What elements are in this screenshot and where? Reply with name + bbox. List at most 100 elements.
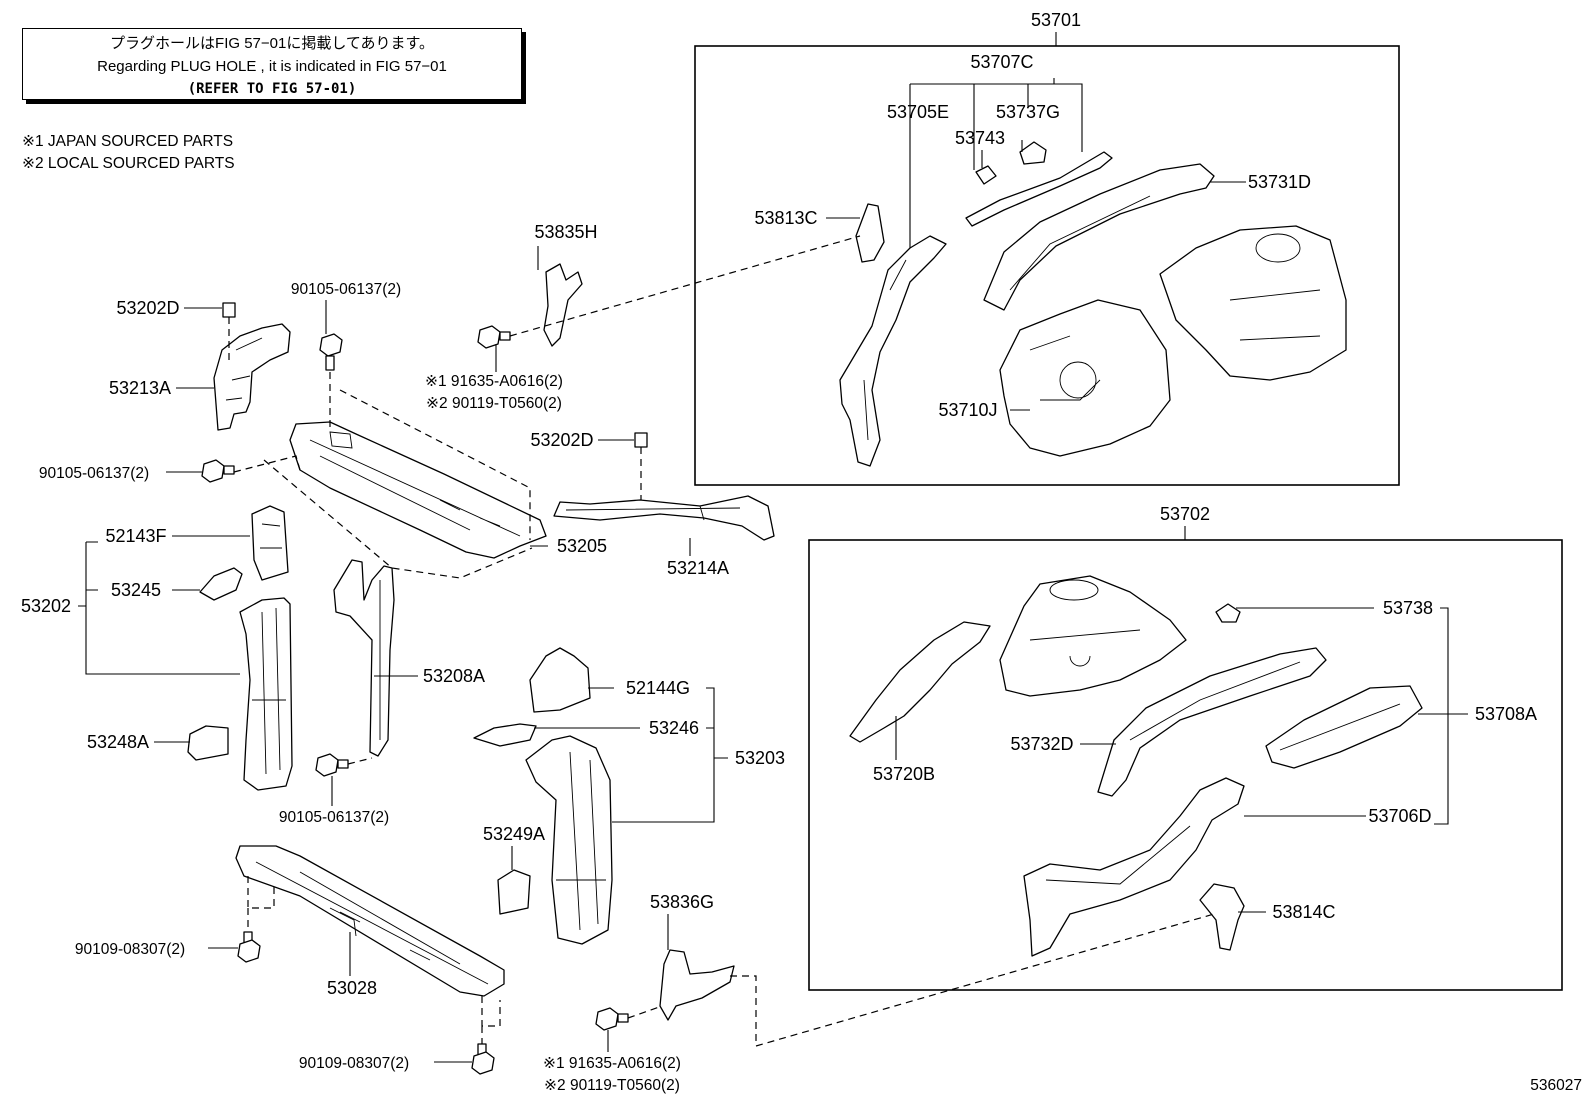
label-90119-lower: ※2 90119-T0560(2) xyxy=(544,1077,680,1094)
label-53708a: 53708A xyxy=(1475,704,1537,724)
dash-90109-right xyxy=(481,996,501,1044)
notice-japanese: プラグホールはFIG 57−01に掲載してあります。 xyxy=(110,35,434,52)
group-frame-53701 xyxy=(694,45,1400,486)
part-53705e-member xyxy=(839,235,947,467)
label-90105-upper: 90105-06137(2) xyxy=(291,281,401,298)
part-53702-suspension-tower xyxy=(999,575,1187,697)
label-53707c: 53707C xyxy=(970,52,1033,72)
bolt-icon-90105-upper xyxy=(319,333,343,371)
label-53202d-a: 53202D xyxy=(116,298,179,318)
part-53732d-apron xyxy=(1097,647,1327,797)
bolt-icon-90109-left xyxy=(237,931,261,963)
bolt-icon-90109-right xyxy=(471,1043,495,1075)
label-53205: 53205 xyxy=(557,536,607,556)
label-53731d: 53731D xyxy=(1248,172,1311,192)
label-53706d: 53706D xyxy=(1368,806,1431,826)
label-53249a: 53249A xyxy=(483,824,545,844)
part-53245-bracket xyxy=(199,567,243,601)
label-53214a: 53214A xyxy=(667,558,729,578)
bracket-53203 xyxy=(534,687,728,823)
part-53205-upper-support xyxy=(289,421,547,559)
label-90119-upper: ※2 90119-T0560(2) xyxy=(426,395,562,412)
part-53249a-bracket xyxy=(497,869,531,915)
bracket-53202 xyxy=(78,535,250,675)
dash-bolt-91635-lower xyxy=(627,1005,663,1019)
dash-bolt-left xyxy=(233,455,301,473)
bolt-icon-91635-upper xyxy=(477,325,511,349)
figure-id: 536027 xyxy=(1530,1077,1582,1094)
bolt-icon-90105-lower xyxy=(315,753,349,777)
label-53705e: 53705E xyxy=(887,102,949,122)
part-53738-bracket xyxy=(1215,603,1241,623)
part-53203-support-side xyxy=(525,735,613,945)
part-53208a-brace xyxy=(333,559,395,757)
label-53213a: 53213A xyxy=(109,378,171,398)
part-53202d-clip-b xyxy=(634,432,648,448)
label-53737g: 53737G xyxy=(996,102,1060,122)
label-52143f: 52143F xyxy=(105,526,166,546)
label-53836g: 53836G xyxy=(650,892,714,912)
label-53813c: 53813C xyxy=(754,208,817,228)
dash-53835h-53813c xyxy=(509,235,861,337)
label-90105-lower: 90105-06137(2) xyxy=(279,809,389,826)
part-53836g-bracket xyxy=(659,949,735,1021)
part-53835h-bracket xyxy=(543,263,583,347)
legend-japan-sourced: ※1 JAPAN SOURCED PARTS xyxy=(22,133,234,150)
label-53835h: 53835H xyxy=(534,222,597,242)
label-91635-upper: ※1 91635-A0616(2) xyxy=(425,373,563,390)
legend-local-sourced: ※2 LOCAL SOURCED PARTS xyxy=(22,155,235,172)
part-52143f-bracket xyxy=(251,505,289,581)
label-53203: 53203 xyxy=(735,748,785,768)
part-53743-bracket xyxy=(975,165,997,185)
part-53202-support-side xyxy=(239,597,293,791)
label-53701: 53701 xyxy=(1031,10,1081,30)
bracket-53708a xyxy=(1236,607,1468,825)
label-53702: 53702 xyxy=(1160,504,1210,524)
dash-53836g-53814c xyxy=(730,913,1215,1047)
bolt-icon-90105-left xyxy=(201,459,235,483)
dash-90109-left xyxy=(247,876,275,932)
label-53710j: 53710J xyxy=(938,400,997,420)
part-53720b-member xyxy=(849,621,991,743)
plug-hole-notice: プラグホールはFIG 57−01に掲載してあります。 Regarding PLU… xyxy=(22,28,522,100)
label-53738: 53738 xyxy=(1383,598,1433,618)
label-53208a: 53208A xyxy=(423,666,485,686)
label-53720b: 53720B xyxy=(873,764,935,784)
part-53708a-panel xyxy=(1265,685,1423,769)
notice-english: Regarding PLUG HOLE , it is indicated in… xyxy=(97,58,447,75)
label-53248a: 53248A xyxy=(87,732,149,752)
part-53246-bracket xyxy=(473,723,537,747)
part-53214a-rail xyxy=(553,495,775,541)
label-53743: 53743 xyxy=(955,128,1005,148)
part-53731d-suspension-tower xyxy=(1159,225,1347,381)
part-53706d-member xyxy=(1023,777,1245,957)
part-52144g-bracket xyxy=(529,647,591,713)
label-53814c: 53814C xyxy=(1272,902,1335,922)
label-53202: 53202 xyxy=(21,596,71,616)
part-53707c-panel xyxy=(965,151,1113,227)
label-53246: 53246 xyxy=(649,718,699,738)
label-52144g: 52144G xyxy=(626,678,690,698)
label-90109-left: 90109-08307(2) xyxy=(75,941,185,958)
part-53248a-bracket xyxy=(187,725,229,761)
part-53028-lower-support xyxy=(235,845,505,997)
label-90109-right: 90109-08307(2) xyxy=(299,1055,409,1072)
label-91635-lower: ※1 91635-A0616(2) xyxy=(543,1055,681,1072)
bracket-53707c xyxy=(909,78,1083,248)
label-90105-left: 90105-06137(2) xyxy=(39,465,149,482)
part-53710j-wheel-housing xyxy=(999,299,1171,457)
part-53202d-clip-a xyxy=(222,302,236,318)
notice-reference: (REFER TO FIG 57-01) xyxy=(187,81,357,97)
label-53732d: 53732D xyxy=(1010,734,1073,754)
dash-bolt-lower xyxy=(347,757,373,765)
label-53202d-b: 53202D xyxy=(530,430,593,450)
label-53245: 53245 xyxy=(111,580,161,600)
part-53813c-bracket xyxy=(855,203,885,263)
bolt-icon-91635-lower xyxy=(595,1007,629,1031)
part-53737g-bracket xyxy=(1019,141,1047,165)
part-53213a-bracket xyxy=(213,323,291,431)
part-53814c-bracket xyxy=(1199,883,1245,951)
label-53028: 53028 xyxy=(327,978,377,998)
